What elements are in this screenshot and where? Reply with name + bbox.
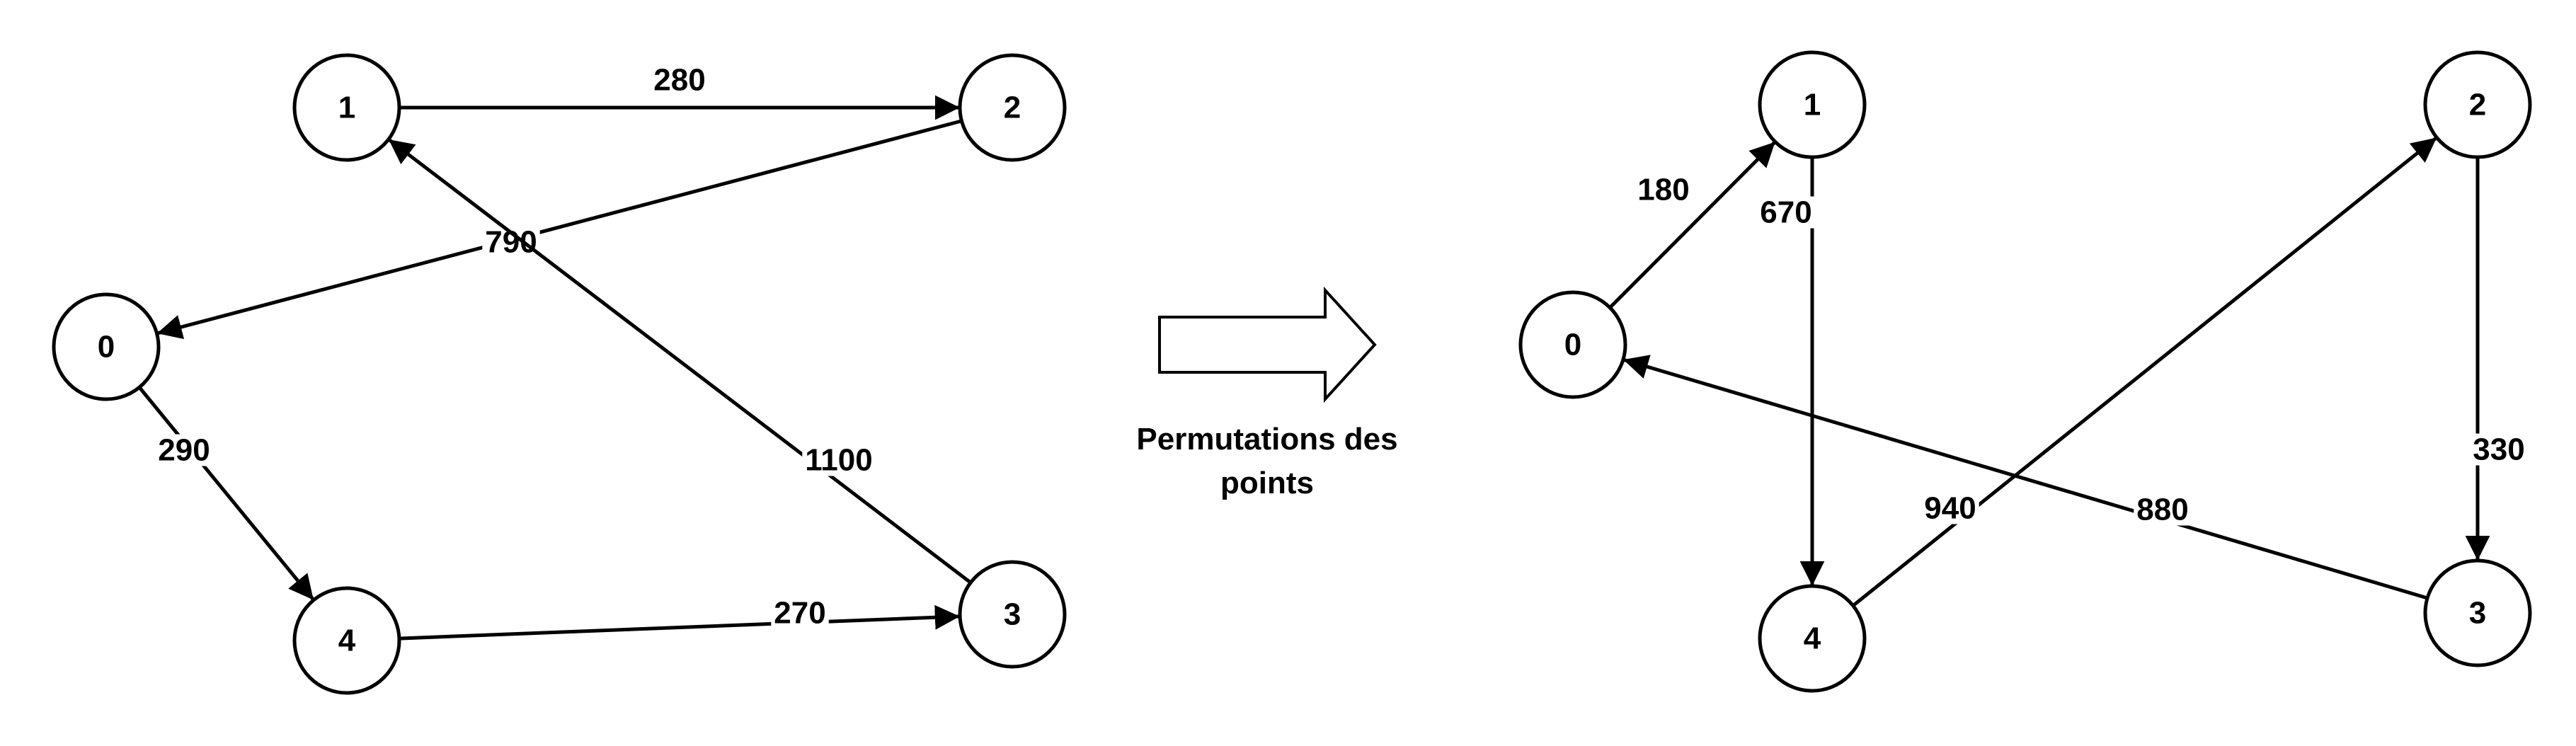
left-edge-label-1-to-2: 280 [653,63,705,98]
right-edge-label-1-to-4: 670 [1760,195,1811,230]
left-node-circle-4 [292,586,401,695]
left-edge-4-to-3 [399,604,960,641]
right-edge-4-to-2 [1852,137,2437,607]
right-edge-0-to-1 [1608,142,1776,309]
right-node-circle-3 [2423,558,2532,667]
left-node-circle-0 [52,292,161,401]
left-node-label-3: 3 [1004,597,1021,632]
right-graph: 180 670 940 330 880 0 1 2 3 4 [1518,50,2532,693]
left-node-circle-3 [958,560,1067,669]
left-node-circle-1 [292,53,401,162]
right-edge-label-3-to-0: 880 [2136,493,2188,527]
transition-caption-line1: Permutations des [1136,422,1397,457]
right-edge-label-bg-4-to-2 [1921,492,1979,524]
left-edge-label-4-to-3: 270 [774,596,825,631]
left-node-circle-2 [958,53,1067,162]
left-node-label-0: 0 [98,330,115,365]
left-graph: 280 790 1100 290 270 0 1 2 3 4 [52,53,1067,695]
right-edge-label-bg-3-to-0 [2134,493,2192,526]
right-node-2: 2 [2423,50,2532,159]
right-node-label-1: 1 [1804,88,1821,122]
left-node-2: 2 [958,53,1067,162]
right-edge-label-2-to-3: 330 [2473,432,2524,467]
transition-caption-line2: points [1220,466,1314,500]
left-edge-label-2-to-0: 790 [485,225,537,260]
right-graph-nodes: 0 1 2 3 4 [1518,50,2532,693]
right-node-1: 1 [1758,50,1867,159]
right-node-label-4: 4 [1804,621,1821,656]
left-edge-label-bg-0-to-4 [155,434,213,466]
left-edge-label-0-to-4: 290 [158,433,210,468]
right-node-circle-0 [1518,290,1627,399]
right-edge-label-bg-0-to-1 [1635,173,1693,206]
left-node-0: 0 [52,292,161,401]
left-node-3: 3 [958,560,1067,669]
right-node-4: 4 [1758,584,1867,693]
right-graph-edges: 180 670 940 330 880 [1608,137,2528,607]
left-node-label-2: 2 [1004,91,1021,125]
right-node-label-2: 2 [2469,88,2486,122]
right-edge-label-bg-2-to-3 [2470,433,2528,466]
right-edge-label-0-to-1: 180 [1637,173,1689,207]
left-node-1: 1 [292,53,401,162]
left-graph-nodes: 0 1 2 3 4 [52,53,1067,695]
left-edge-label-3-to-1: 1100 [805,443,872,478]
left-edge-label-bg-4-to-3 [771,597,829,629]
left-graph-edges: 280 790 1100 290 270 [137,63,972,641]
right-node-label-3: 3 [2469,596,2486,631]
transition-section: Permutations des points [1136,286,1398,500]
left-edge-0-to-4 [137,386,314,600]
right-node-circle-4 [1758,584,1867,693]
right-edge-3-to-0 [1623,355,2428,600]
right-edge-label-4-to-2: 940 [1924,491,1976,526]
left-edge-3-to-1 [388,139,972,585]
right-node-circle-1 [1758,50,1867,159]
left-edge-label-bg-1-to-2 [651,64,709,96]
left-edge-label-bg-3-to-1 [802,444,876,476]
right-edge-label-bg-1-to-4 [1757,196,1815,229]
left-node-label-1: 1 [338,91,355,125]
right-node-0: 0 [1518,290,1627,399]
right-node-3: 3 [2423,558,2532,667]
left-node-4: 4 [292,586,401,695]
left-node-label-4: 4 [338,624,356,658]
left-edge-2-to-0 [156,119,963,340]
right-node-circle-2 [2423,50,2532,159]
right-node-label-0: 0 [1564,328,1581,362]
transition-arrow-icon [1158,286,1377,403]
